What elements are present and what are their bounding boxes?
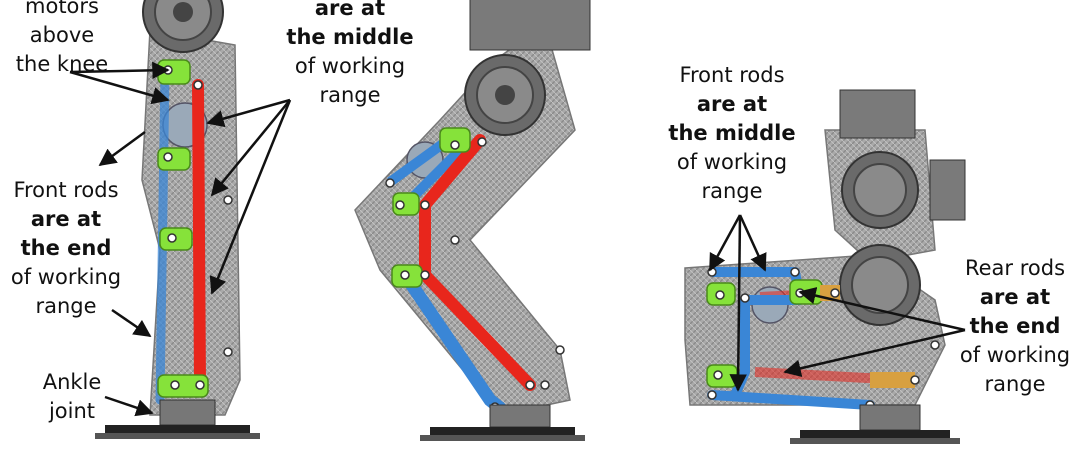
front-rods-end-label: Front rods are at the end of working ran…: [10, 178, 122, 318]
middle-range-label: are at the middle of working range: [286, 0, 414, 107]
rear-rod: [419, 134, 536, 391]
foot-icon: [790, 404, 960, 444]
motor-icon: [142, 0, 224, 53]
foot-icon: [420, 404, 585, 441]
motor-icon: [839, 89, 966, 326]
leg-bent: [354, 0, 591, 441]
rear-rods-end-label: Rear rods are at the end of working rang…: [959, 256, 1071, 396]
front-rods-middle-label: Front rods are at the middle of working …: [668, 63, 796, 203]
leg-crouched: [684, 89, 966, 444]
foot-icon: [95, 399, 260, 439]
motor-icon: [464, 0, 591, 136]
motors-label: motors above the knee: [15, 0, 109, 76]
ankle-joint-label: Ankle joint: [42, 370, 102, 423]
annotation-arrows: [69, 61, 966, 417]
front-rod-lower: [707, 390, 875, 410]
rear-rod: [192, 79, 206, 391]
